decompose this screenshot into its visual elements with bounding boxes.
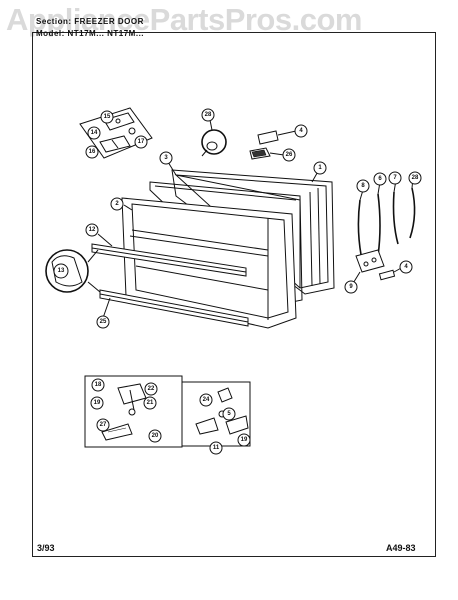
callout-16: 16 <box>89 149 96 155</box>
callout-7: 7 <box>393 175 397 181</box>
door-stop-bushing <box>201 129 227 157</box>
callout-22: 22 <box>148 386 155 392</box>
callout-15: 15 <box>104 114 111 120</box>
callout-24: 24 <box>203 397 210 403</box>
callout-17: 17 <box>138 139 145 145</box>
callout-3: 3 <box>164 155 168 161</box>
drawing-code: A49-83 <box>386 543 416 553</box>
callout-1: 1 <box>318 165 322 171</box>
callout-6: 6 <box>378 176 382 182</box>
door-shelf-rail <box>91 243 247 277</box>
latch-inset <box>181 381 251 447</box>
callout-labels: 1 2 3 4 4 5 6 7 8 9 11 12 13 14 15 16 17… <box>53 108 422 455</box>
callout-13: 13 <box>58 268 65 274</box>
callout-27: 27 <box>100 422 107 428</box>
handle-cap-parts <box>249 130 279 160</box>
end-cap-detail <box>45 249 101 293</box>
callout-4a: 4 <box>299 128 303 134</box>
callout-8: 8 <box>361 183 365 189</box>
callout-28b: 28 <box>412 175 419 181</box>
model-line: Model: NT17M... NT17M... <box>36 29 145 38</box>
revision-date: 3/93 <box>37 543 55 553</box>
hinge-inset-top <box>79 107 153 159</box>
section-title: Section: FREEZER DOOR <box>36 17 144 26</box>
watermark: AppliancePartsPros.com <box>6 2 362 37</box>
callout-19a: 19 <box>94 400 101 406</box>
callout-28a: 28 <box>205 112 212 118</box>
callout-19b: 19 <box>241 437 248 443</box>
callout-25: 25 <box>100 319 107 325</box>
bottom-shelf-bar <box>99 289 249 327</box>
callout-20: 20 <box>152 433 159 439</box>
callout-21: 21 <box>147 400 154 406</box>
callout-4b: 4 <box>404 264 408 270</box>
door-handle-strips <box>355 187 416 281</box>
callout-12: 12 <box>89 227 96 233</box>
callout-11: 11 <box>213 445 220 451</box>
diagram-frame <box>32 32 436 557</box>
callout-2: 2 <box>115 201 119 207</box>
callout-5: 5 <box>227 411 231 417</box>
callout-26: 26 <box>286 152 293 158</box>
callout-9: 9 <box>349 284 353 290</box>
callout-14: 14 <box>91 130 98 136</box>
callout-18: 18 <box>95 382 102 388</box>
